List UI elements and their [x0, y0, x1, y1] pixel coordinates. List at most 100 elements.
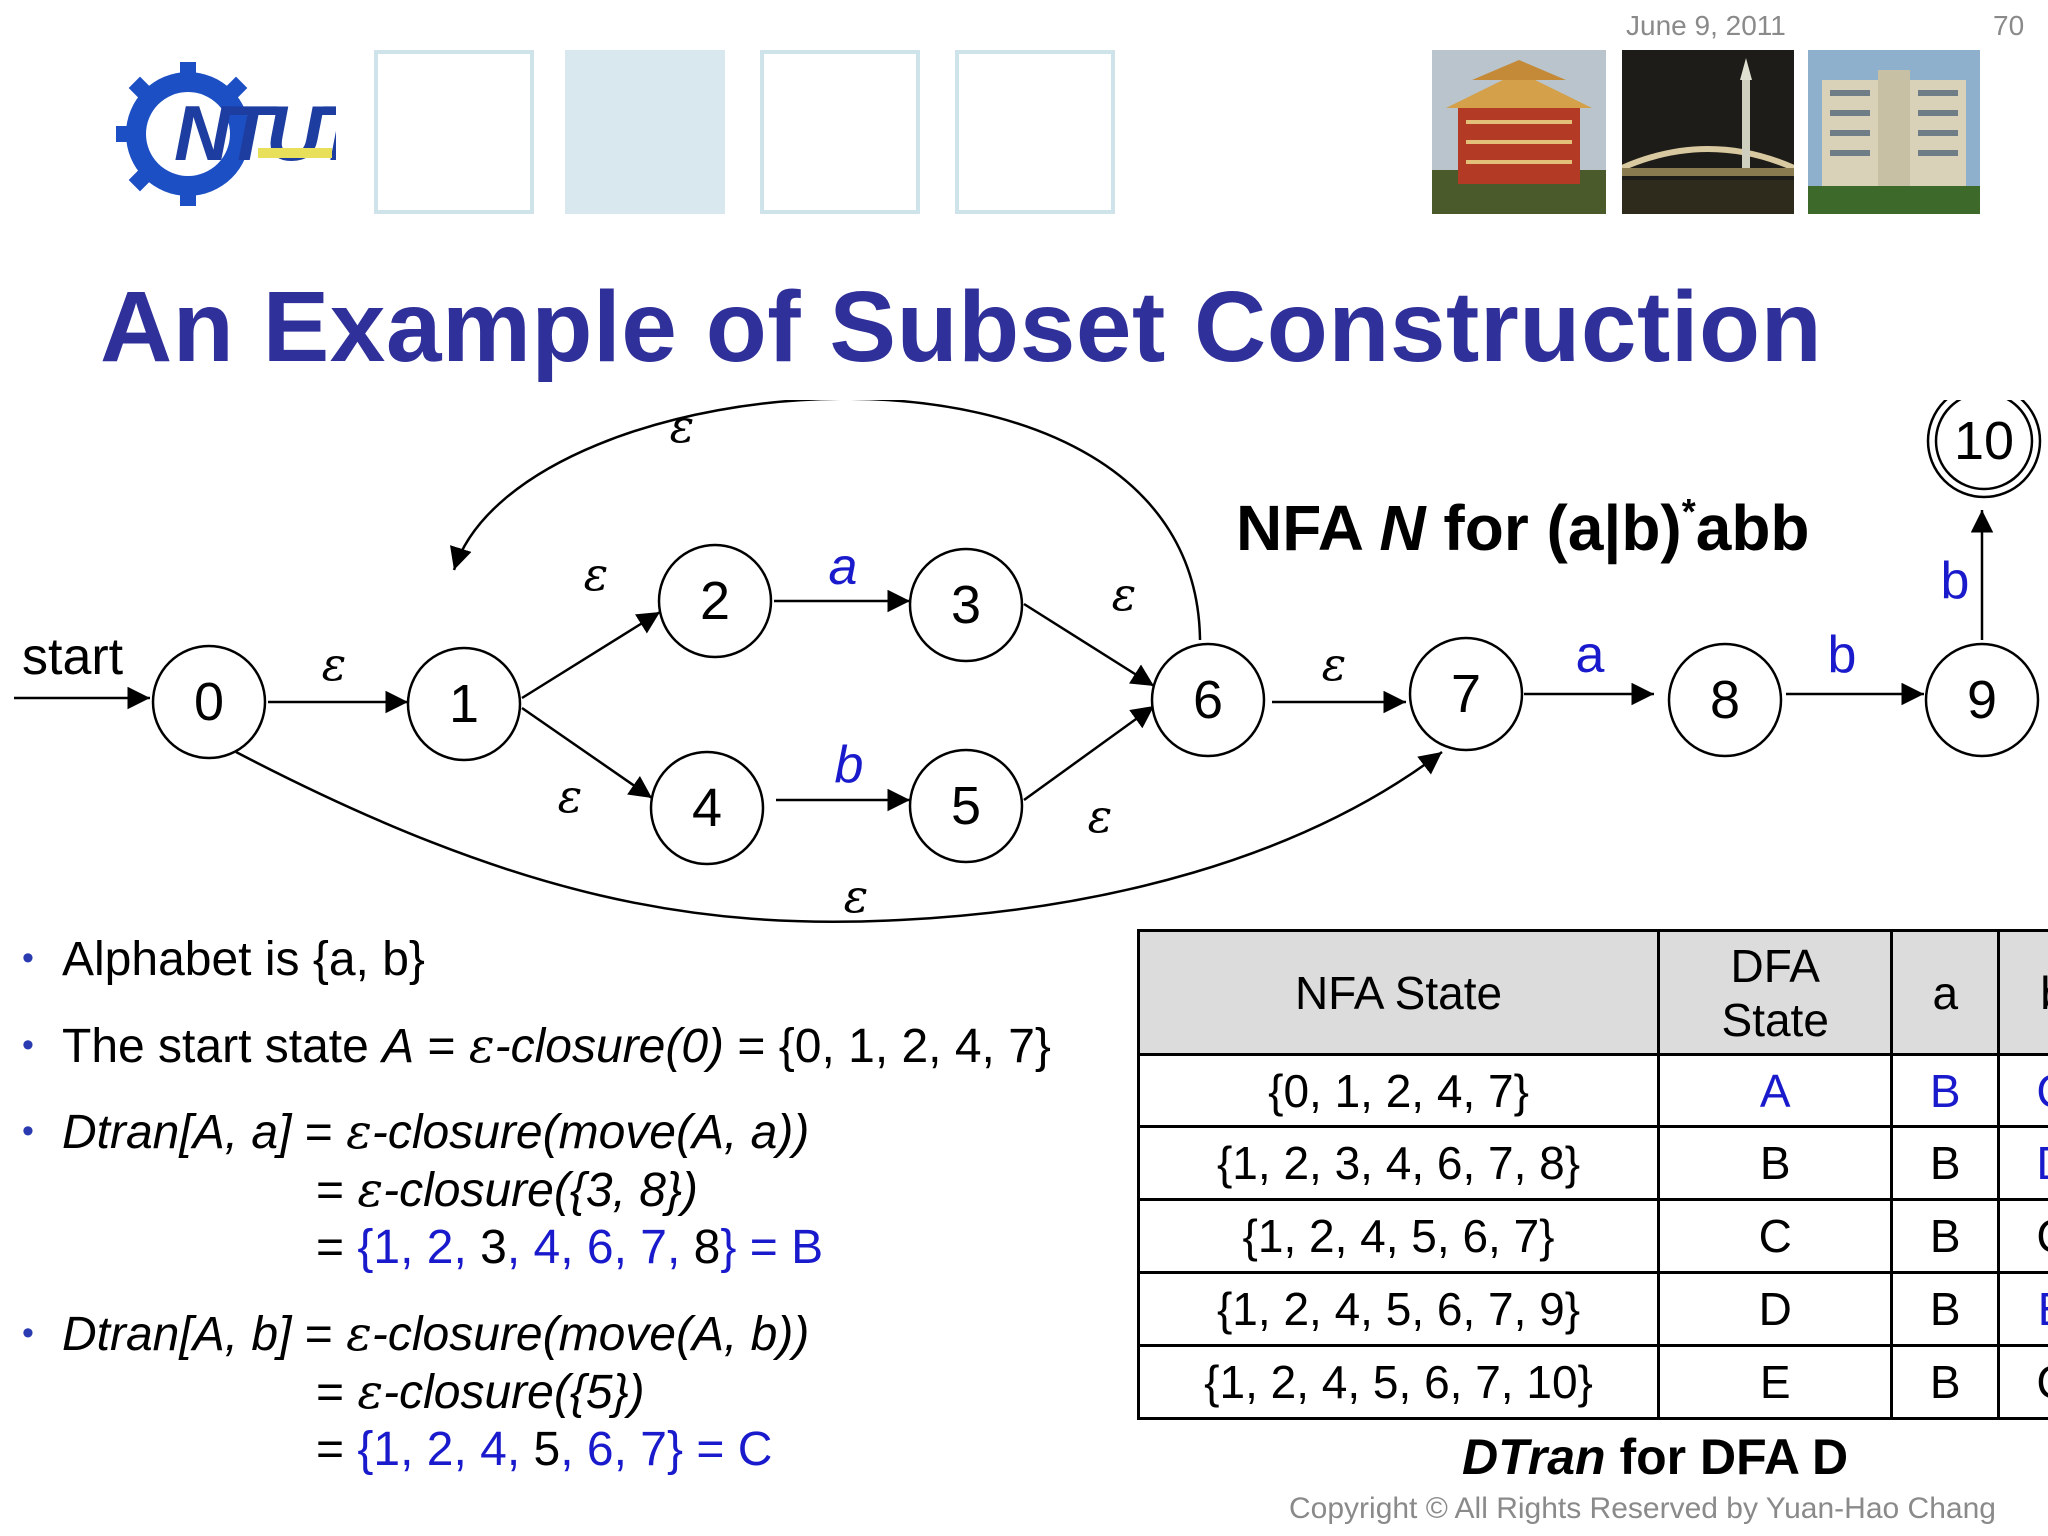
table-row: {1, 2, 4, 5, 6, 7, 10} E B C: [1136, 1344, 2048, 1420]
state-label-10: 10: [1954, 411, 2014, 471]
state-label-8: 8: [1710, 670, 1740, 730]
state-2: [657, 543, 773, 659]
state-0: [151, 644, 267, 760]
cell-b: E: [1997, 1271, 2048, 1347]
epsilon-label-loop: ε: [670, 400, 695, 453]
cell-dfa-state: E: [1657, 1344, 1894, 1420]
symbol-label-4-5: b: [835, 736, 864, 794]
epsilon-label-1-4: ε: [558, 769, 583, 823]
nfa-label: NFA N for (a|b)*abb: [1236, 491, 1810, 565]
header-a: a: [1890, 929, 2001, 1056]
dtran-b-line-2: = ε-closure({5}): [316, 1364, 645, 1420]
photo-bridge-night: [1620, 50, 1796, 214]
start-label: start: [22, 628, 124, 686]
edge-1-4: [521, 706, 653, 800]
ntut-logo: NTUT: [112, 52, 376, 208]
epsilon-label-6-7: ε: [1322, 637, 1347, 691]
dtran-b-result: = {1, 2, 4, 5, 6, 7} = C: [316, 1423, 773, 1476]
bullet-start-state: •The start state A = ε-closure(0) = {0, …: [22, 1018, 1051, 1074]
state-label-6: 6: [1193, 670, 1223, 730]
epsilon-label-0-7: ε: [844, 869, 869, 923]
table-row: {1, 2, 3, 4, 6, 7, 8} B B D: [1136, 1125, 2048, 1201]
bullet-dot: •: [22, 1025, 34, 1064]
bullet-dot: •: [22, 1111, 34, 1150]
symbol-label-9-10: b: [1941, 552, 1970, 610]
bullet-alphabet-text: Alphabet is {a, b}: [62, 933, 425, 986]
dtran-a-result: = {1, 2, 3, 4, 6, 7, 8} = B: [316, 1221, 824, 1274]
table-caption: DTran for DFA D: [1462, 1429, 1849, 1485]
state-label-9: 9: [1967, 670, 1997, 730]
table-row: {0, 1, 2, 4, 7} A B C: [1136, 1053, 2048, 1128]
symbol-label-7-8: a: [1576, 626, 1605, 684]
state-label-1: 1: [449, 674, 479, 734]
bullet-dot: •: [22, 1313, 34, 1352]
decor-square-2: [565, 50, 725, 214]
epsilon-label-5-6: ε: [1088, 789, 1113, 843]
cell-nfa-state: {1, 2, 4, 5, 6, 7, 10}: [1136, 1344, 1661, 1420]
dtran-a-line-2: = ε-closure({3, 8}): [316, 1162, 698, 1218]
state-5: [908, 748, 1024, 864]
bullet-dtran-a: •Dtran[A, a] = ε-closure(move(A, a)): [22, 1104, 810, 1160]
symbol-label-8-9: b: [1828, 626, 1857, 684]
copyright-footer: Copyright © All Rights Reserved by Yuan-…: [1289, 1492, 1996, 1525]
state-3: [908, 547, 1024, 663]
cell-a: B: [1890, 1198, 2001, 1274]
bullet-dot: •: [22, 938, 34, 977]
decor-square-1: [374, 50, 534, 214]
epsilon-label-1-2: ε: [584, 547, 609, 601]
cell-dfa-state: C: [1657, 1198, 1894, 1274]
svg-text:NTUT: NTUT: [174, 89, 336, 177]
cell-b: C: [1997, 1344, 2048, 1420]
photo-grand-hotel: [1432, 50, 1606, 214]
header-nfa-state: NFA State: [1136, 929, 1661, 1056]
decor-square-3: [760, 50, 920, 214]
decor-square-4: [955, 50, 1115, 214]
state-label-4: 4: [692, 778, 722, 838]
cell-a: B: [1890, 1125, 2001, 1201]
cell-a: B: [1890, 1271, 2001, 1347]
cell-dfa-state: B: [1657, 1125, 1894, 1201]
cell-nfa-state: {0, 1, 2, 4, 7}: [1136, 1053, 1661, 1128]
state-10-inner: [1934, 400, 2034, 491]
photo-campus-building: [1808, 50, 1980, 214]
symbol-label-2-3: a: [829, 538, 858, 596]
edge-5-6: [1023, 704, 1155, 802]
epsilon-label-0-1: ε: [322, 637, 347, 691]
epsilon-label-3-6: ε: [1112, 567, 1137, 621]
edge-1-2: [521, 610, 661, 700]
cell-nfa-state: {1, 2, 4, 5, 6, 7}: [1136, 1198, 1661, 1274]
state-4: [649, 750, 765, 866]
state-label-3: 3: [951, 575, 981, 635]
table-row: {1, 2, 4, 5, 6, 7, 9} D B E: [1136, 1271, 2048, 1347]
cell-nfa-state: {1, 2, 3, 4, 6, 7, 8}: [1136, 1125, 1661, 1201]
table-row: {1, 2, 4, 5, 6, 7} C B C: [1136, 1198, 2048, 1274]
cell-nfa-state: {1, 2, 4, 5, 6, 7, 9}: [1136, 1271, 1661, 1347]
header-date: June 9, 2011: [1626, 10, 1786, 41]
state-6: [1150, 642, 1266, 758]
nfa-diagram: 0 1 2 3 4 5 6 7 8 9 10 start ε ε ε ε ε ε…: [14, 400, 2042, 923]
bullet-dtran-b: •Dtran[A, b] = ε-closure(move(A, b)): [22, 1306, 810, 1362]
cell-b: C: [1997, 1053, 2048, 1128]
cell-dfa-state: A: [1657, 1053, 1894, 1128]
cell-dfa-state: D: [1657, 1271, 1894, 1347]
state-9: [1924, 642, 2040, 758]
table-header-row: NFA State DFA State a b: [1136, 929, 2048, 1056]
state-label-7: 7: [1451, 664, 1481, 724]
edge-3-6: [1023, 602, 1155, 688]
slide-number: 70: [1993, 10, 2025, 41]
bullet-alphabet: • Alphabet is {a, b}: [22, 932, 425, 987]
cell-a: B: [1890, 1053, 2001, 1128]
header-dfa-state: DFA State: [1657, 929, 1894, 1056]
state-7: [1408, 636, 1524, 752]
state-8: [1667, 642, 1783, 758]
header-b: b: [1997, 929, 2048, 1056]
edge-0-7-arc: [235, 750, 1443, 923]
dtran-table: NFA State DFA State a b {0, 1, 2, 4, 7} …: [1136, 929, 2048, 1420]
cell-b: C: [1997, 1198, 2048, 1274]
edge-6-1-loop: [450, 400, 1202, 641]
state-label-2: 2: [700, 571, 730, 631]
state-1: [406, 646, 522, 762]
cell-b: D: [1997, 1125, 2048, 1201]
slide-title: An Example of Subset Construction: [100, 271, 1823, 383]
state-label-5: 5: [951, 776, 981, 836]
